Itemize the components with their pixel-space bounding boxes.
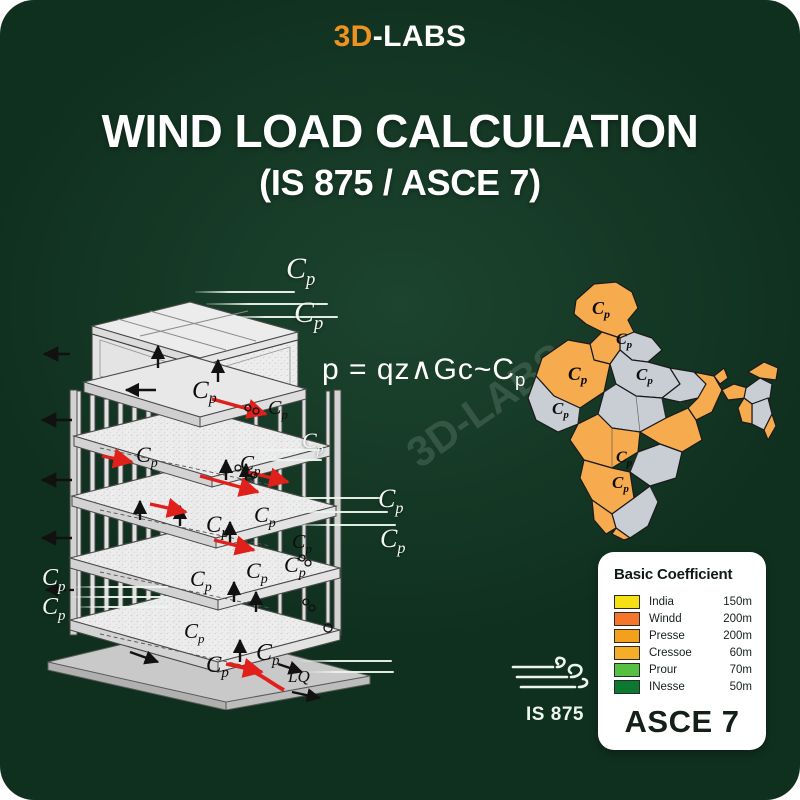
legend-color-swatch [614, 662, 640, 677]
wind-pressure-formula: p = qz∧Gc~Cp [322, 352, 526, 391]
legend-row-value: 60m [729, 646, 752, 659]
legend-row: Prour 70m [614, 661, 754, 678]
legend-color-swatch [614, 611, 640, 626]
legend-color-swatch [614, 679, 640, 694]
legend-row: Presse 200m [614, 627, 754, 644]
legend-row: INesse 50m [614, 678, 754, 695]
wind-streak [248, 449, 320, 451]
legend-color-swatch [614, 645, 640, 660]
cp-label: Cp [378, 484, 404, 518]
legend-row-value: 200m [723, 612, 752, 625]
brand-suffix: -LABS [372, 20, 467, 53]
cp-label: Cp [302, 428, 324, 457]
wind-streak [78, 606, 168, 608]
legend-row: Cressoe 60m [614, 644, 754, 661]
legend-row-value: 50m [729, 680, 752, 693]
legend-footer-standard: ASCE 7 [624, 704, 740, 739]
brand-prefix: 3D [333, 20, 373, 53]
legend-row-name: India [649, 595, 674, 608]
wind-streak [226, 316, 338, 318]
page-subtitle: (IS 875 / ASCE 7) [259, 162, 541, 203]
legend-row-name: Windd [649, 612, 682, 625]
wind-pressure-arrows [40, 346, 72, 546]
page-title: WIND LOAD CALCULATION [101, 105, 699, 157]
wind-breeze-icon [511, 656, 589, 689]
map-svg: Cp Cp Cp Cp Cp Cp C C C C C Cp [527, 281, 779, 541]
wind-standard-label: IS 875 [526, 704, 584, 725]
wind-streak [76, 586, 168, 588]
cp-label: Cp [286, 252, 316, 290]
base-shear-path [227, 662, 285, 692]
svg-text:Cp: Cp [292, 531, 312, 556]
wind-streak [206, 303, 328, 305]
legend-row-value: 200m [723, 629, 752, 642]
wind-streak [195, 291, 295, 293]
brand-logo: 3D-LABS [0, 20, 800, 54]
cp-label: Cp [294, 296, 324, 334]
wind-icon-group: IS 875 [500, 655, 610, 725]
wind-streak [272, 497, 382, 499]
wind-streak [72, 596, 168, 598]
cp-label: Cp [42, 594, 66, 624]
legend-row-value: 70m [729, 663, 752, 676]
wind-streak [296, 524, 396, 526]
formula-text: p = qz∧Gc~C [322, 353, 516, 386]
base-label: LQ [287, 667, 310, 686]
legend-row-name: Presse [649, 629, 685, 642]
legend-row: Windd 200m [614, 610, 754, 627]
building-diagram: LQ Cp Cp Cp Cp Cp Cp Cp Cp Cp [40, 290, 380, 711]
legend-row-name: INesse [649, 680, 685, 693]
wind-streak [300, 660, 392, 662]
legend-row-name: Cressoe [649, 646, 692, 659]
legend-color-swatch [614, 594, 640, 609]
legend-color-swatch [614, 628, 640, 643]
legend-row-value: 150m [723, 595, 752, 608]
cp-label: Cp [42, 565, 66, 595]
wind-streak [286, 511, 388, 513]
wind-streak [256, 459, 322, 461]
legend-row: India 150m [614, 593, 754, 610]
connection-details [234, 404, 333, 633]
building-svg: LQ Cp Cp Cp Cp Cp Cp Cp Cp Cp [40, 301, 371, 711]
legend-row-name: Prour [649, 663, 678, 676]
state-borders [577, 383, 689, 503]
base-reaction-arrow [291, 688, 322, 703]
wind-streak [308, 671, 394, 673]
india-wind-zone-map: Cp Cp Cp Cp Cp Cp C C C C C Cp [520, 272, 782, 542]
formula-subscript: p [515, 369, 527, 390]
legend-title: Basic Coefficient [614, 566, 733, 583]
cp-label: Cp [380, 524, 406, 558]
